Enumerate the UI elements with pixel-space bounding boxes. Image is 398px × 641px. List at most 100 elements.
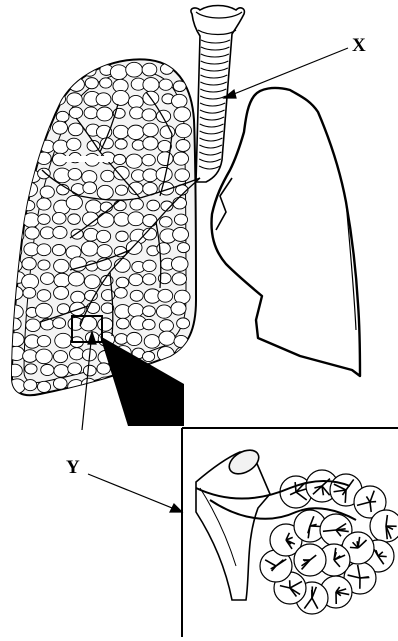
alveolus bbox=[110, 65, 127, 80]
alveolus bbox=[101, 170, 114, 181]
label-y: Y bbox=[66, 458, 80, 477]
alveolus bbox=[36, 303, 53, 318]
capillary bbox=[360, 577, 369, 578]
alveolus bbox=[159, 79, 172, 90]
alveolus bbox=[100, 202, 112, 212]
alveolus bbox=[126, 154, 142, 168]
capillary bbox=[378, 556, 387, 557]
alveolus bbox=[25, 227, 39, 239]
alveolus bbox=[37, 244, 51, 256]
alveolus bbox=[37, 335, 50, 346]
alveolus bbox=[172, 94, 187, 107]
alveolus bbox=[97, 230, 111, 242]
alveolus bbox=[66, 195, 82, 209]
label-x: X bbox=[352, 36, 366, 55]
alveolus bbox=[53, 140, 69, 154]
alveolus bbox=[7, 94, 23, 108]
alveolus bbox=[86, 200, 102, 214]
alveolus bbox=[37, 106, 52, 119]
alveolus bbox=[52, 93, 66, 105]
alveolus bbox=[55, 333, 72, 348]
alveolus bbox=[174, 107, 191, 122]
alveolus bbox=[175, 124, 191, 138]
alveolus bbox=[53, 378, 67, 390]
alveolus bbox=[84, 107, 98, 119]
alveolus bbox=[41, 364, 54, 375]
alveolus bbox=[25, 364, 37, 374]
alveolus bbox=[130, 107, 144, 119]
alveolus bbox=[70, 62, 84, 74]
alveolus bbox=[81, 241, 98, 256]
alveolus bbox=[70, 302, 85, 315]
alveolus bbox=[128, 212, 144, 226]
alveolus bbox=[37, 82, 50, 93]
alveolus bbox=[143, 78, 159, 92]
capillary bbox=[345, 490, 346, 503]
alveolus bbox=[7, 135, 24, 150]
alveolus bbox=[143, 306, 156, 317]
right-lung bbox=[212, 88, 360, 376]
alveolus bbox=[116, 231, 128, 241]
alveolus bbox=[128, 125, 144, 139]
alveolus bbox=[130, 290, 143, 301]
alveolus bbox=[8, 346, 24, 360]
alveolus bbox=[84, 275, 100, 289]
alveolus bbox=[22, 200, 34, 210]
alveolus bbox=[36, 349, 53, 364]
alveolus bbox=[115, 139, 127, 149]
alveolus bbox=[11, 171, 25, 183]
alveolus bbox=[157, 347, 174, 362]
alveolus bbox=[128, 303, 143, 316]
alveolus bbox=[26, 319, 41, 332]
alveolus bbox=[143, 274, 156, 285]
alveolus bbox=[144, 335, 160, 349]
alveolus bbox=[98, 318, 113, 331]
alveolus bbox=[24, 140, 38, 152]
alveolus bbox=[143, 260, 156, 271]
alveolus bbox=[37, 198, 51, 210]
alveolus bbox=[8, 305, 24, 319]
alveolus bbox=[173, 152, 188, 165]
alveolus bbox=[69, 78, 85, 92]
alveolus bbox=[156, 110, 170, 122]
alveolus bbox=[172, 273, 186, 285]
alveolus bbox=[54, 273, 70, 287]
alveolus bbox=[54, 365, 69, 378]
alveolus bbox=[22, 258, 36, 270]
capillary bbox=[304, 560, 310, 561]
alveolus bbox=[97, 245, 112, 258]
alveolus bbox=[40, 227, 54, 239]
alveolus bbox=[177, 243, 189, 253]
alveolus bbox=[97, 107, 113, 121]
alveolus bbox=[98, 213, 114, 227]
alveolus bbox=[142, 154, 155, 165]
alveolus bbox=[83, 182, 97, 194]
alveolus bbox=[159, 331, 175, 345]
alveolus bbox=[177, 64, 190, 75]
alveolus bbox=[142, 63, 157, 76]
alveolus bbox=[38, 260, 50, 270]
alveolus bbox=[160, 217, 173, 228]
capillary bbox=[357, 541, 358, 548]
alveolus bbox=[83, 365, 96, 376]
alveolus bbox=[97, 363, 110, 374]
alveolus bbox=[83, 65, 96, 76]
alveolus bbox=[23, 287, 36, 298]
bronchiole bbox=[196, 445, 270, 600]
alveolus bbox=[53, 62, 69, 76]
alveolus bbox=[160, 126, 175, 139]
alveolus bbox=[10, 184, 22, 194]
alveolus bbox=[22, 121, 38, 135]
alveolus bbox=[100, 78, 112, 88]
alveolus bbox=[68, 214, 81, 225]
alveolus bbox=[158, 140, 172, 152]
alveolus bbox=[22, 274, 39, 289]
alveolus bbox=[97, 185, 113, 199]
alveolus bbox=[10, 125, 23, 136]
alveolus bbox=[40, 186, 54, 198]
alveolus bbox=[143, 137, 158, 150]
alveolus bbox=[52, 245, 65, 256]
alveolus bbox=[174, 214, 187, 225]
alveolus bbox=[56, 111, 69, 122]
alveolus bbox=[158, 289, 173, 302]
